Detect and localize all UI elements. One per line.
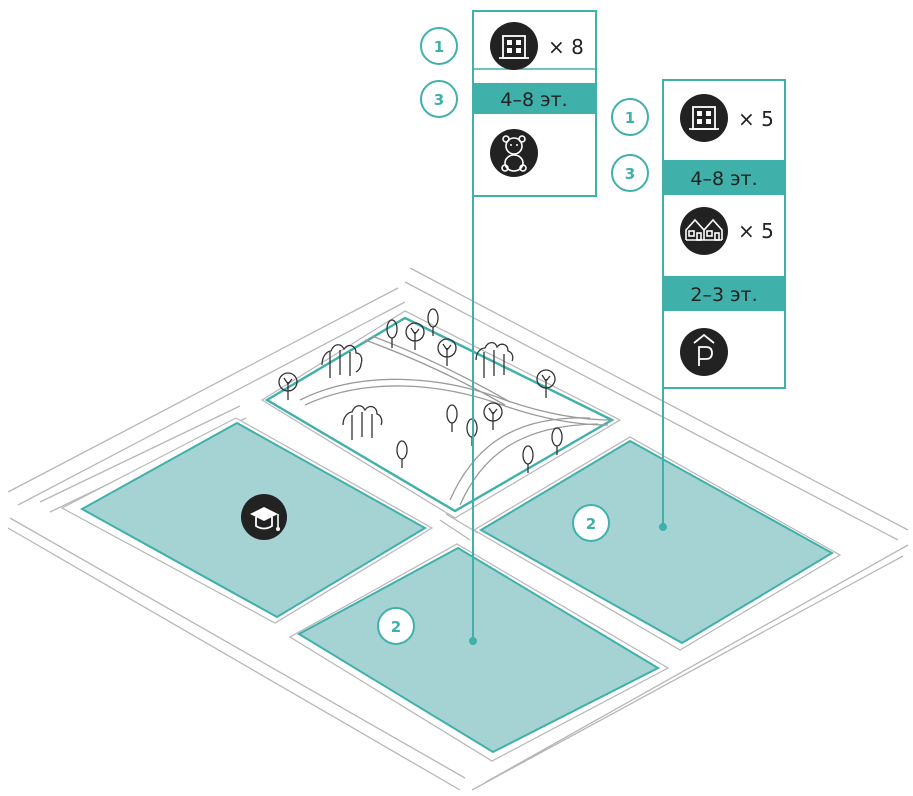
marker-2-east: 2 xyxy=(572,504,610,542)
park-paths xyxy=(299,335,613,506)
panel-left: × 8 4–8 эт. xyxy=(472,10,597,197)
marker-3-right-label: 3 xyxy=(625,165,635,183)
panel-left-floors: 4–8 эт. xyxy=(500,89,567,111)
plot-south xyxy=(288,543,670,762)
graduation-cap-icon xyxy=(241,494,287,540)
marker-3-left-label: 3 xyxy=(434,91,444,109)
marker-2-south-label: 2 xyxy=(391,618,401,636)
apartment-building-icon xyxy=(490,22,538,70)
plot-east xyxy=(472,436,842,651)
marker-3-left: 3 xyxy=(420,80,458,118)
panel-right-floors-apartment: 4–8 эт. xyxy=(690,168,757,190)
leader-dot-east xyxy=(659,523,667,531)
townhouse-icon xyxy=(680,207,728,255)
panel-right-floors-townhouse: 2–3 эт. xyxy=(690,284,757,306)
marker-1-right-label: 1 xyxy=(625,109,635,127)
leader-lines xyxy=(472,196,664,641)
panel-right-townhouse-count: × 5 xyxy=(738,219,774,243)
trees xyxy=(278,308,563,473)
marker-1-right: 1 xyxy=(611,98,649,136)
marker-1-left: 1 xyxy=(420,27,458,65)
panel-right: × 5 4–8 эт. × 5 2–3 эт. xyxy=(662,79,786,389)
panel-left-apartment-count: × 8 xyxy=(548,35,584,59)
marker-2-south: 2 xyxy=(377,607,415,645)
teddy-bear-icon xyxy=(490,129,538,177)
marker-1-left-label: 1 xyxy=(434,38,444,56)
apartment-building-icon xyxy=(680,94,728,142)
panel-right-apartment-count: × 5 xyxy=(738,107,774,131)
marker-2-east-label: 2 xyxy=(586,515,596,533)
marker-3-right: 3 xyxy=(611,154,649,192)
leader-dot-south xyxy=(469,637,477,645)
parking-icon xyxy=(680,328,728,376)
street-lines xyxy=(7,267,909,791)
